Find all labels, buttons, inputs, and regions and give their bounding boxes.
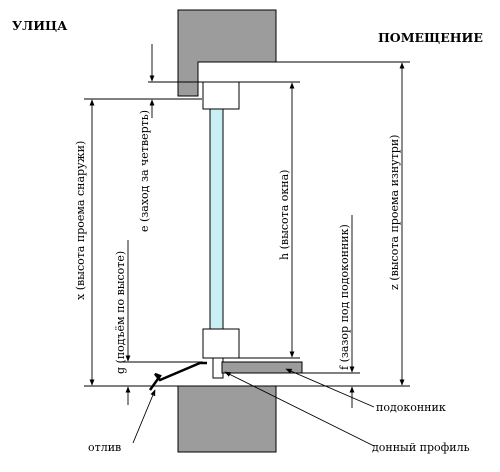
dim-h-label: h (высота окна)	[278, 170, 291, 260]
dim-e-label: e (заход за четверть)	[138, 110, 151, 232]
drip-label: отлив	[88, 441, 121, 454]
dim-z-label: z (высота проема изнутри)	[388, 135, 401, 290]
drip-flashing	[148, 361, 207, 391]
bottom-profile-label: донный профиль	[372, 441, 470, 454]
dim-x-label: x (высота проема снаружи)	[74, 141, 87, 300]
lower-wall	[177, 385, 277, 453]
extension-lines	[84, 61, 410, 387]
window-upper-frame	[202, 81, 240, 110]
dim-f-label: f (зазор под подоконник)	[338, 224, 351, 370]
inside-label: ПОМЕЩЕНИЕ	[378, 30, 483, 45]
sill-label: подоконник	[376, 401, 446, 414]
dimension-arrows	[89, 44, 405, 408]
callout-lines	[132, 368, 375, 447]
window-sill	[221, 361, 303, 374]
dim-g-label: g (подъём по высоте)	[114, 251, 127, 374]
window-lower-frame	[202, 328, 240, 359]
window-glass	[209, 108, 224, 330]
outside-label: УЛИЦА	[12, 18, 68, 33]
